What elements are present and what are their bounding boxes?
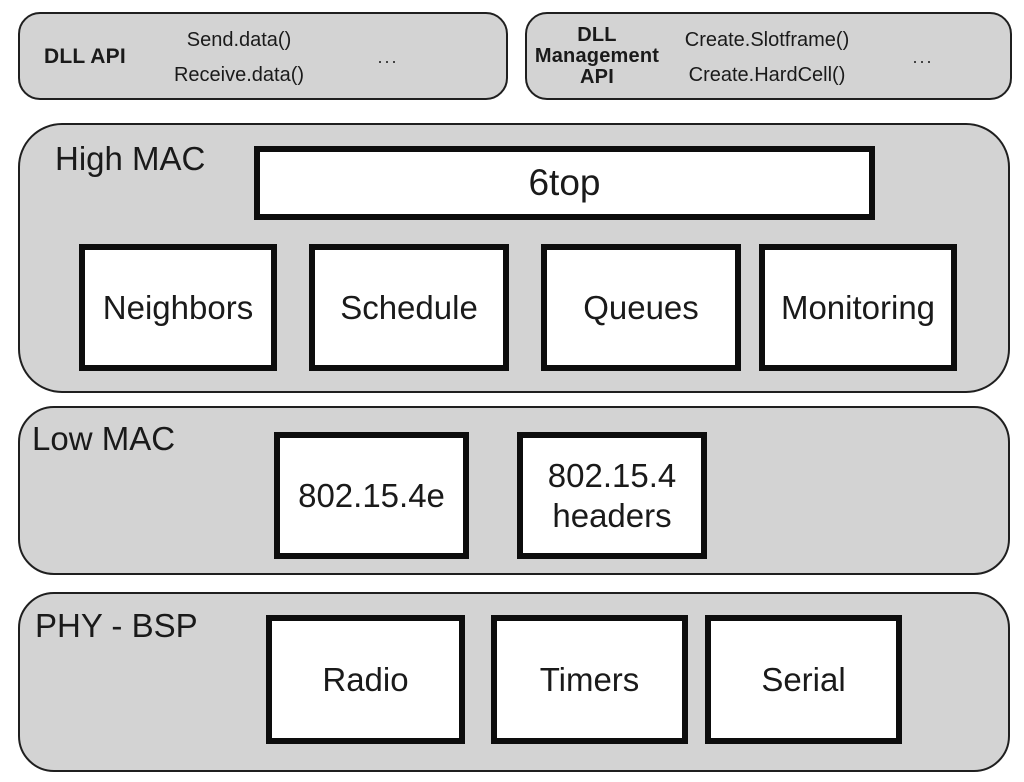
box-radio: Radio: [266, 615, 465, 744]
api-function-send-data: Send.data(): [186, 29, 292, 51]
box-timers: Timers: [491, 615, 688, 744]
dll-management-api-panel: DLL Management API Create.Slotframe() Cr…: [525, 12, 1012, 100]
box-6top: 6top: [254, 146, 875, 220]
dll-api-title: DLL API: [44, 44, 126, 68]
box-queues-label: Queues: [583, 288, 699, 326]
layer-phy-bsp: PHY - BSP Radio Timers Serial: [18, 592, 1010, 772]
api-function-receive-data: Receive.data(): [173, 64, 305, 86]
box-radio-label: Radio: [322, 660, 409, 698]
box-802-15-4e-label: 802.15.4e: [298, 476, 445, 514]
box-6top-label: 6top: [528, 162, 601, 203]
box-monitoring-label: Monitoring: [780, 288, 936, 326]
box-queues: Queues: [541, 244, 741, 371]
box-schedule: Schedule: [309, 244, 509, 371]
box-timers-label: Timers: [539, 660, 640, 698]
api-ellipsis: ...: [377, 47, 399, 67]
layer-label-low-mac: Low MAC: [32, 420, 176, 457]
dll-management-api-title: DLL Management API: [534, 24, 660, 88]
box-802-15-4e: 802.15.4e: [274, 432, 469, 559]
layer-label-high-mac: High MAC: [55, 140, 206, 177]
box-serial: Serial: [705, 615, 902, 744]
box-802-15-4-headers: 802.15.4 headers: [517, 432, 707, 559]
box-serial-label: Serial: [761, 660, 846, 698]
api-ellipsis: ...: [912, 47, 934, 67]
layer-high-mac: High MAC 6top Neighbors Schedule Queues …: [18, 123, 1010, 393]
layer-label-phy-bsp: PHY - BSP: [35, 607, 198, 644]
dll-management-api-function-list: Create.Slotframe() Create.HardCell(): [667, 23, 867, 93]
box-schedule-label: Schedule: [340, 288, 478, 326]
dll-api-panel: DLL API Send.data() Receive.data() ...: [18, 12, 508, 100]
api-function-create-hardcell: Create.HardCell(): [688, 64, 846, 86]
box-neighbors-label: Neighbors: [102, 288, 254, 326]
box-monitoring: Monitoring: [759, 244, 957, 371]
dll-api-function-list: Send.data() Receive.data(): [139, 23, 339, 93]
layer-low-mac: Low MAC 802.15.4e 802.15.4 headers: [18, 406, 1010, 575]
box-neighbors: Neighbors: [79, 244, 277, 371]
api-function-create-slotframe: Create.Slotframe(): [684, 29, 850, 51]
box-802-15-4-headers-label: 802.15.4 headers: [547, 456, 677, 534]
